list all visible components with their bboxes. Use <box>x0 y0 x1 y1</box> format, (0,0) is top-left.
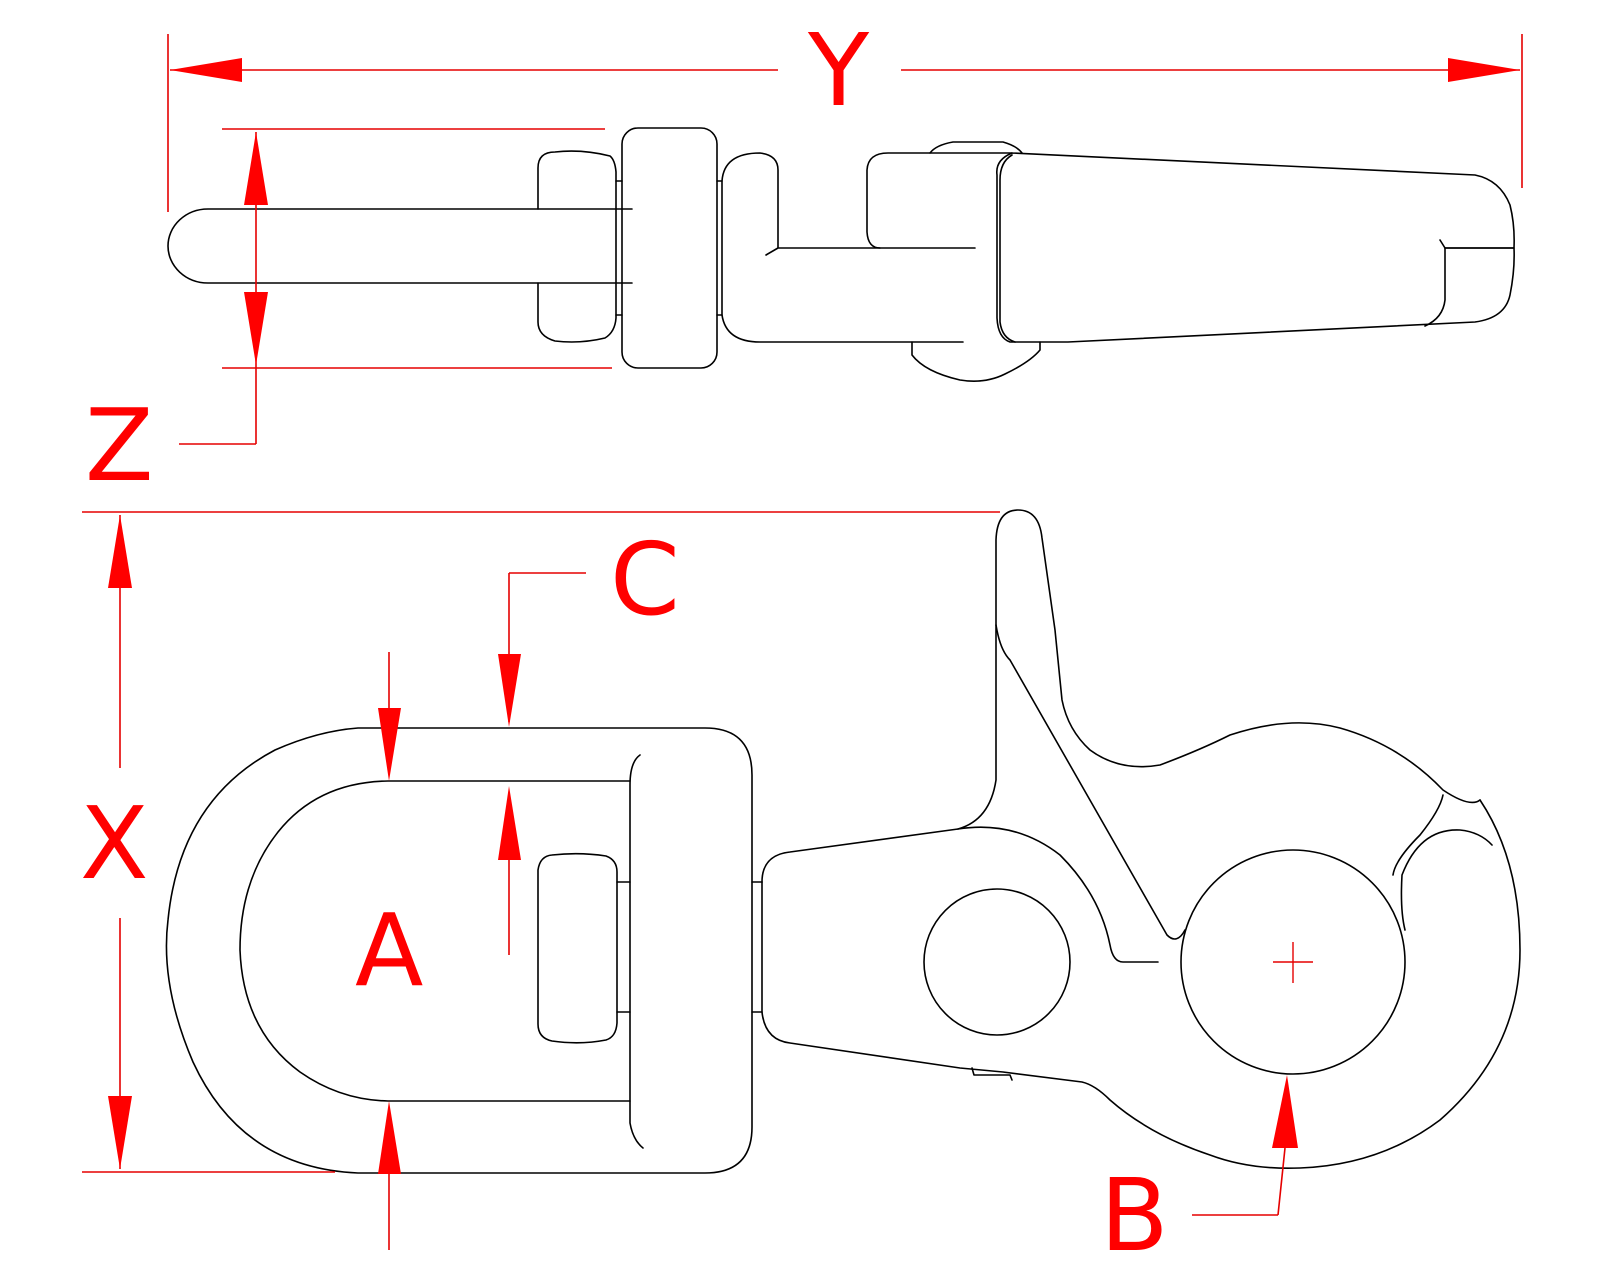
arrow-down-icon <box>108 1096 132 1169</box>
bail-outer-outline <box>165 727 753 1174</box>
label-Y: Y <box>807 12 870 129</box>
latch-lever-outline <box>957 509 1481 830</box>
label-B: B <box>1100 1157 1169 1274</box>
jaw-outline <box>995 152 1515 343</box>
label-Z: Z <box>85 387 154 504</box>
top-button-outline <box>929 141 1023 154</box>
label-A: A <box>355 892 423 1009</box>
body-outline <box>721 152 976 343</box>
label-C: C <box>610 521 680 638</box>
arrow-down-icon <box>378 708 401 781</box>
pivot-pin-circle <box>923 888 1071 1036</box>
collar-side-outline <box>537 852 618 1044</box>
dimension-Z: Z <box>85 128 612 504</box>
dimension-C: C <box>498 521 680 955</box>
dimension-X: X <box>80 511 1000 1173</box>
bail-inner-outline <box>239 780 631 1102</box>
center-mark-icon <box>1273 942 1313 983</box>
arrow-up-icon <box>244 132 268 205</box>
dimension-A: A <box>355 652 423 1250</box>
arrow-up-icon <box>1272 1075 1298 1148</box>
gate-tip-outline <box>1392 794 1493 931</box>
arrow-up-icon <box>378 1101 401 1174</box>
swivel-block-outline <box>621 127 718 369</box>
dimension-B: B <box>1100 1075 1298 1274</box>
hook-body-outline <box>761 826 1159 963</box>
top-view <box>167 127 1515 382</box>
gate-housing-outline <box>866 152 1013 249</box>
gate-outline <box>995 624 1186 940</box>
arrow-down-icon <box>498 654 521 727</box>
dimension-Y: Y <box>167 12 1523 212</box>
notch-detail <box>971 1067 1013 1081</box>
arrow-down-icon <box>244 292 268 365</box>
label-X: X <box>80 785 149 902</box>
arrow-up-icon <box>108 515 132 588</box>
pin-collar-outline <box>537 150 617 343</box>
bottom-button-outline <box>911 341 1041 382</box>
jaw-circle-outline <box>1180 849 1406 1075</box>
arrow-left-icon <box>170 58 242 82</box>
bail-end-plate-outline <box>629 754 644 1149</box>
bail-pin-outline <box>167 208 633 284</box>
arrow-right-icon <box>1448 58 1520 82</box>
side-view <box>165 509 1521 1174</box>
arrow-up-icon <box>498 786 521 860</box>
